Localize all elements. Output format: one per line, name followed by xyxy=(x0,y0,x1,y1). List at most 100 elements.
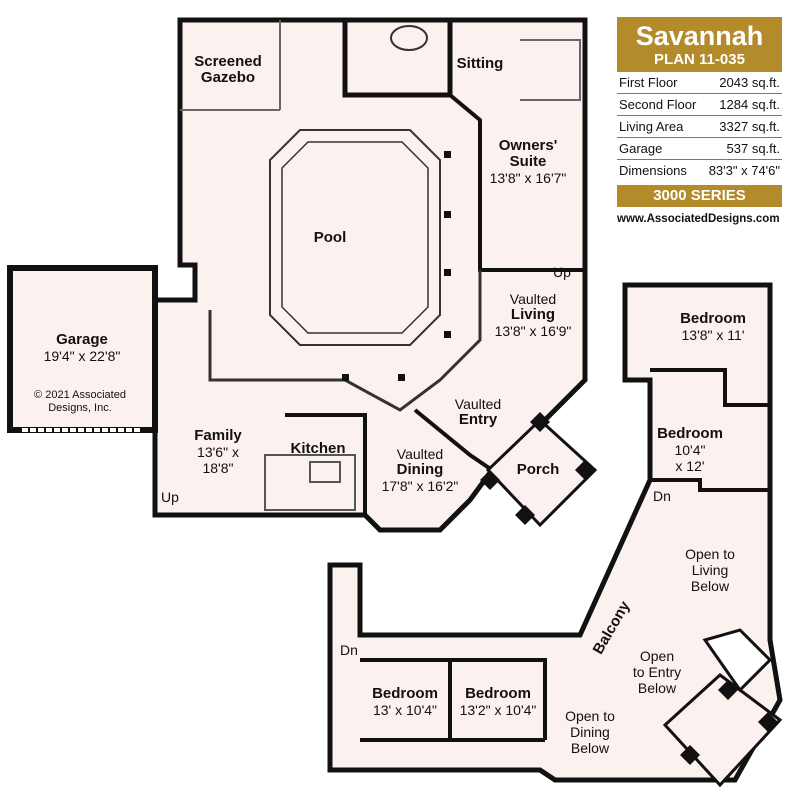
room-name: Gazebo xyxy=(200,69,256,86)
room-name: Dining xyxy=(396,461,444,478)
pool xyxy=(269,129,441,346)
room-dimensions: 13'8" x 16'7" xyxy=(489,170,567,186)
room-name: Bedroom xyxy=(372,685,438,702)
stair-up-label: Up xyxy=(553,264,571,280)
room-name: Bedroom xyxy=(680,310,746,327)
note-line: Open to xyxy=(685,546,735,562)
room-dimensions: 13'2" x 10'4" xyxy=(459,702,537,718)
garage-outline xyxy=(7,265,158,433)
room-dimensions: 17'8" x 16'2" xyxy=(381,478,459,494)
tub xyxy=(390,25,428,51)
kitchen-island xyxy=(309,461,341,483)
room-name: Pool xyxy=(313,229,347,246)
note-line: Below xyxy=(637,680,677,696)
room-name: Bedroom xyxy=(465,685,531,702)
stair-up-label: Up xyxy=(161,489,179,505)
info-value: 537 sq.ft. xyxy=(726,141,780,156)
copyright-line: © 2021 Associated xyxy=(34,389,126,401)
room-sitting: Sitting xyxy=(457,56,504,72)
info-value: 83'3" x 74'6" xyxy=(708,163,780,178)
note-line: Dining xyxy=(570,724,610,740)
info-row: Dimensions 83'3" x 74'6" xyxy=(617,160,782,181)
room-dimensions: 19'4" x 22'8" xyxy=(43,348,121,364)
bath-walls xyxy=(342,20,453,98)
room-name: Vaulted xyxy=(454,396,502,412)
info-label: Dimensions xyxy=(619,163,687,178)
room-dimensions: 10'4" xyxy=(674,442,706,458)
room-name: Vaulted xyxy=(509,291,557,307)
second-floor-outline xyxy=(327,282,783,783)
info-row: Garage 537 sq.ft. xyxy=(617,138,782,160)
room-name: Entry xyxy=(458,411,498,428)
room-name: Bedroom xyxy=(657,425,723,442)
room-name: Living xyxy=(510,306,556,323)
info-value: 2043 sq.ft. xyxy=(719,75,780,90)
posts xyxy=(342,151,778,765)
room-dimensions: 13'8" x 11' xyxy=(681,327,745,343)
info-row: Second Floor 1284 sq.ft. xyxy=(617,94,782,116)
info-row: Living Area 3327 sq.ft. xyxy=(617,116,782,138)
series-badge: 3000 SERIES xyxy=(617,185,782,207)
room-name: Kitchen xyxy=(290,440,346,457)
room-name: Vaulted xyxy=(396,446,444,462)
info-row: First Floor 2043 sq.ft. xyxy=(617,72,782,94)
info-label: Living Area xyxy=(619,119,684,134)
room-dimensions: x 12' xyxy=(675,458,705,474)
plan-number: PLAN 11-035 xyxy=(654,51,745,68)
room-kitchen: Kitchen xyxy=(290,441,345,457)
room-dimensions: 13'8" x 16'9" xyxy=(494,323,572,339)
note-line: Open to xyxy=(565,708,615,724)
room-name: Owners' xyxy=(498,137,558,154)
note-line: Below xyxy=(690,578,730,594)
plan-header: Savannah PLAN 11-035 xyxy=(617,17,782,72)
kitchen-walls xyxy=(285,413,367,515)
plan-title: Savannah xyxy=(635,21,764,51)
note-line: Living xyxy=(691,562,729,578)
room-name: Screened xyxy=(194,53,262,70)
room-name: Garage xyxy=(56,331,108,348)
info-value: 1284 sq.ft. xyxy=(719,97,780,112)
room-porch: Porch xyxy=(517,462,560,478)
room-dimensions: 13' x 10'4" xyxy=(372,702,438,718)
kitchen-counter xyxy=(264,454,356,511)
info-label: Garage xyxy=(619,141,663,156)
stair-down-label: Dn xyxy=(340,642,358,658)
room-name: Sitting xyxy=(456,55,504,72)
info-label: First Floor xyxy=(619,75,678,90)
copyright-line: Designs, Inc. xyxy=(48,402,112,414)
info-label: Second Floor xyxy=(619,97,697,112)
room-name: Suite xyxy=(509,153,547,170)
porch xyxy=(485,417,598,528)
note-line: Open xyxy=(639,648,675,664)
room-name: Porch xyxy=(516,461,560,478)
owners-suite-walls xyxy=(448,93,585,272)
note-line: to Entry xyxy=(632,664,682,680)
courtyard-walls xyxy=(208,270,482,412)
plan-info-box: Savannah PLAN 11-035 First Floor 2043 sq.… xyxy=(617,17,782,225)
room-dimensions: 13'6" x xyxy=(197,444,239,460)
stair-down-label: Dn xyxy=(653,488,671,504)
note-line: Below xyxy=(570,740,610,756)
room-pool: Pool xyxy=(314,230,347,246)
info-value: 3327 sq.ft. xyxy=(719,119,780,134)
upper-deck xyxy=(662,673,783,788)
website-link[interactable]: www.AssociatedDesigns.com xyxy=(617,213,780,225)
room-name: Family xyxy=(194,427,242,444)
